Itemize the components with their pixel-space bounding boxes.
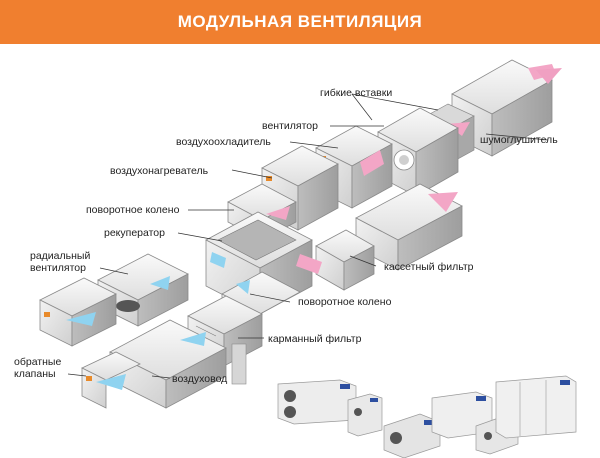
leader-lines: [67, 93, 549, 379]
label-flexible-inserts: гибкие вставки: [320, 87, 393, 99]
equipment-photos: [277, 375, 577, 458]
label-pocket-filter: карманный фильтр: [268, 333, 362, 345]
diagram-drawing: [39, 59, 577, 458]
unit-photo-1: [277, 379, 357, 425]
label-air-duct: воздуховод: [172, 373, 228, 385]
label-check-valves-line1: обратные: [14, 356, 62, 368]
label-radial-fan: радиальный вентилятор: [30, 250, 90, 274]
label-turning-elbow-bottom: поворотное колено: [298, 296, 392, 308]
label-turning-elbow-top: поворотное колено: [86, 204, 180, 216]
label-check-valves-line2: клапаны: [14, 368, 56, 380]
unit-photo-2: [347, 393, 383, 437]
cassette-filter-module: [296, 183, 463, 291]
check-valves-module: [39, 277, 117, 347]
air-duct-module: [81, 319, 227, 409]
label-recuperator: рекуператор: [104, 227, 165, 239]
label-silencer: шумоглушитель: [480, 134, 558, 146]
label-fan: вентилятор: [262, 120, 318, 132]
label-air-heater: воздухонагреватель: [110, 165, 209, 177]
label-air-cooler: воздухоохладитель: [176, 136, 271, 148]
label-radial-fan-line2: вентилятор: [30, 262, 86, 274]
ventilation-diagram: гибкие вставки вентилятор шумоглушитель …: [0, 44, 600, 458]
label-cassette-filter: кассетный фильтр: [384, 261, 474, 273]
page-title: МОДУЛЬНАЯ ВЕНТИЛЯЦИЯ: [177, 12, 423, 31]
label-radial-fan-line1: радиальный: [30, 250, 91, 262]
header-banner: МОДУЛЬНАЯ ВЕНТИЛЯЦИЯ: [0, 0, 600, 44]
unit-photo-6: [495, 375, 577, 439]
unit-photo-3: [383, 413, 441, 458]
label-check-valves: обратные клапаны: [14, 356, 61, 380]
